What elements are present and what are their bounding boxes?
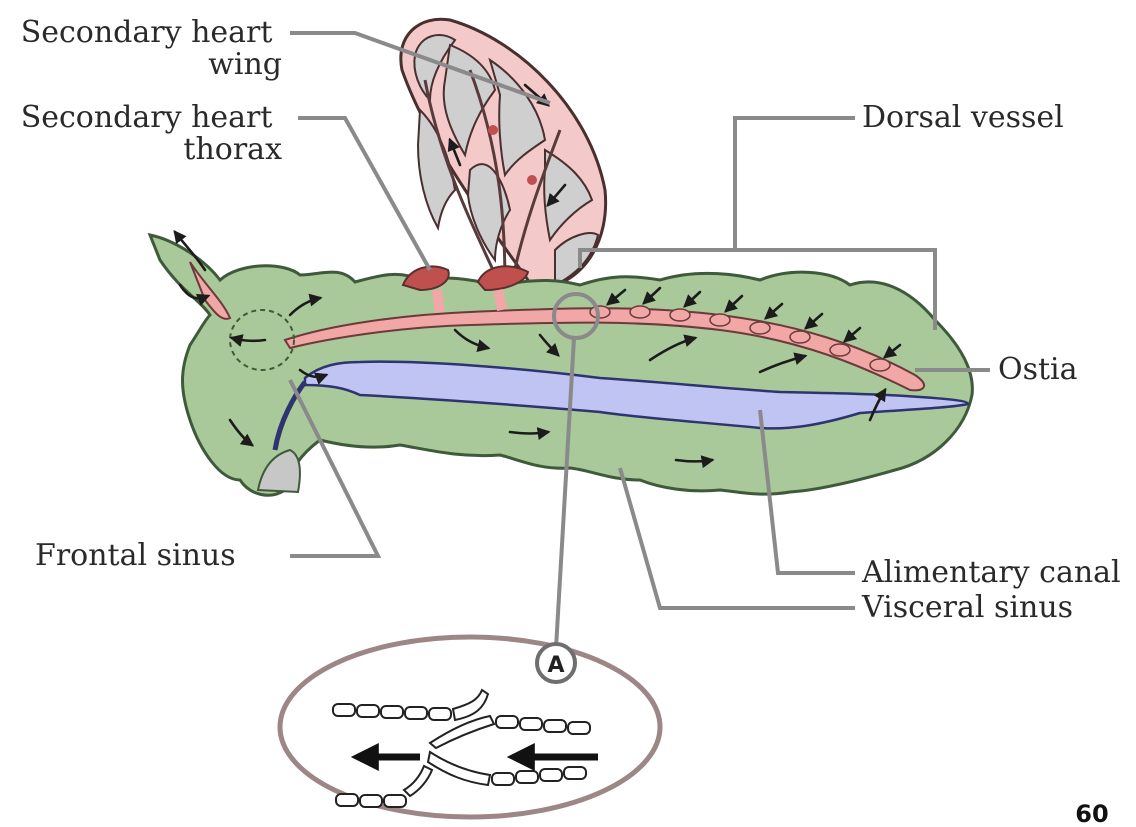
label-line: Secondary heart — [21, 100, 273, 135]
flow-arrow — [676, 460, 712, 462]
label-visceral-sinus: Visceral sinus — [861, 590, 1073, 625]
label-frontal-sinus: Frontal sinus — [35, 538, 236, 573]
thorax-vessel — [437, 290, 440, 312]
label-line: thorax — [183, 132, 282, 167]
ostium-bulb — [750, 322, 770, 334]
wing-vein-node — [488, 125, 498, 135]
label-secondary-heart-thorax: Secondary heart thorax — [21, 100, 282, 167]
label-dorsal-vessel: Dorsal vessel — [862, 100, 1064, 135]
label-alimentary-canal: Alimentary canal — [861, 555, 1121, 590]
ostium-bulb — [670, 309, 690, 321]
inset-ostium-detail: A — [280, 637, 660, 817]
inset-marker-letter: A — [547, 653, 564, 678]
ostium-bulb — [830, 344, 850, 356]
leader-line — [298, 118, 430, 270]
thorax-vessel — [498, 290, 502, 310]
ostium-bulb — [630, 306, 650, 318]
label-ostia: Ostia — [998, 352, 1078, 387]
wing-vein-node — [527, 175, 537, 185]
flow-arrow — [510, 432, 548, 434]
ostium-bulb — [870, 359, 890, 371]
ostium-bulb — [710, 314, 730, 326]
label-secondary-heart-wing: Secondary heart wing — [21, 15, 282, 82]
page-number: 60 — [1075, 800, 1108, 827]
label-line: Secondary heart — [21, 15, 273, 50]
label-line: wing — [208, 47, 282, 82]
ostium-bulb — [590, 306, 610, 318]
ostium-bulb — [790, 331, 810, 343]
